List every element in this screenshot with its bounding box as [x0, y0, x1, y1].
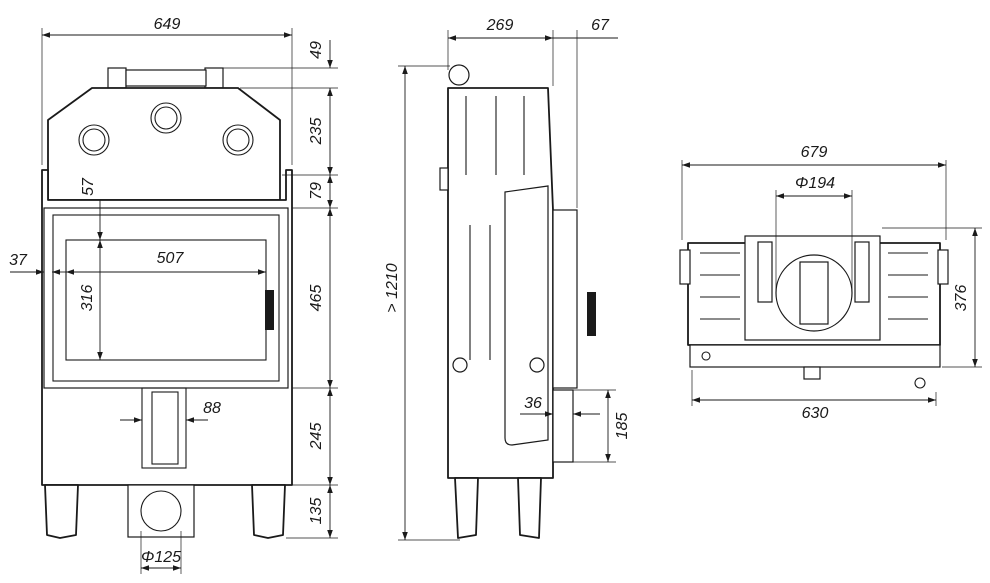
side-total-height-label: > 1210	[384, 263, 401, 312]
side-view: 269 67 > 1210 36 185	[384, 17, 631, 541]
front-hood-height-label: 235	[308, 118, 325, 146]
top-overall-width-label: 679	[801, 144, 828, 161]
front-glass-height-label: 316	[79, 285, 96, 312]
top-view: 679 Φ194 630 376	[679, 144, 982, 422]
front-upper-band-label: 79	[308, 182, 325, 200]
side-depth-label: 269	[486, 17, 514, 34]
front-channel-width-label: 88	[203, 400, 221, 417]
front-flue-diameter-label: Φ125	[141, 549, 181, 566]
front-width-label: 649	[154, 16, 181, 33]
front-bottom-section-label: 245	[308, 423, 325, 451]
side-duct-offset-label: 36	[524, 395, 542, 412]
top-outlet-diameter-label: Φ194	[795, 175, 835, 192]
front-leg-height-label: 135	[308, 498, 325, 525]
side-front-projection-label: 67	[591, 17, 610, 34]
front-glass-offset-label: 57	[80, 177, 97, 196]
side-duct-height-label: 185	[614, 413, 631, 440]
top-base-width-label: 630	[802, 405, 829, 422]
top-depth-label: 376	[953, 285, 970, 312]
front-door-height-label: 465	[308, 285, 325, 312]
front-top-bracket-label: 49	[308, 41, 325, 59]
front-glass-width-label: 507	[157, 250, 185, 267]
front-side-offset-label: 37	[9, 252, 28, 269]
front-view: 649 49 235 79 465 245 135 57 37 507 316	[9, 16, 338, 574]
